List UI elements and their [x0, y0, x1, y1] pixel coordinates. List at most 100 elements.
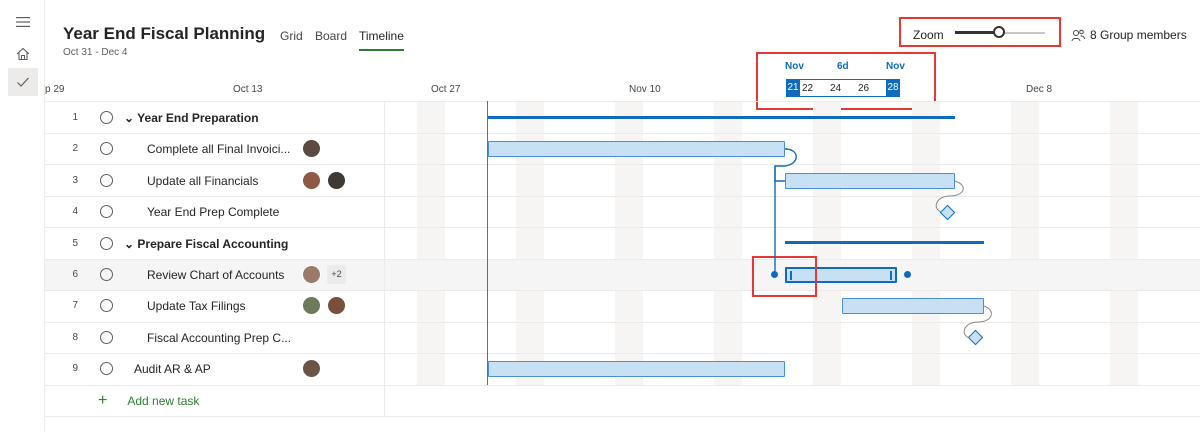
date-label-dec-8: Dec 8 [1026, 84, 1053, 95]
dependency-dot-left[interactable] [771, 271, 778, 278]
row-number: 4 [72, 206, 78, 217]
avatar[interactable] [327, 171, 346, 190]
dependency-dot-right[interactable] [904, 271, 911, 278]
today-line [487, 101, 488, 385]
row-divider [45, 353, 1200, 354]
selected-row-highlight [45, 259, 1200, 290]
avatar[interactable] [302, 171, 321, 190]
add-new-task-label: Add new task [127, 394, 200, 408]
tab-board[interactable]: Board [315, 29, 348, 43]
header-divider [45, 101, 1200, 102]
row-divider [45, 164, 1200, 165]
avatar[interactable] [302, 296, 321, 315]
row-divider [45, 133, 1200, 134]
range-day: 22 [802, 83, 814, 94]
zoom-slider-thumb[interactable] [993, 26, 1006, 38]
row-number: 1 [72, 112, 78, 123]
task-bar-complete-final-invoicing[interactable] [488, 141, 785, 157]
tab-timeline[interactable]: Timeline [359, 29, 404, 51]
date-label-oct-27: Oct 27 [431, 84, 461, 95]
row-number: 6 [72, 269, 78, 280]
avatar[interactable] [302, 265, 321, 284]
date-label-oct-13: Oct 13 [233, 84, 263, 95]
summary-bar-year-end-preparation[interactable] [488, 116, 955, 119]
complete-circle-icon[interactable] [100, 362, 113, 375]
zoom-label: Zoom [913, 28, 944, 42]
avatar[interactable] [302, 359, 321, 378]
task-name[interactable]: ⌄ Year End Preparation [124, 111, 259, 125]
row-number: 8 [72, 332, 78, 343]
complete-circle-icon[interactable] [100, 205, 113, 218]
milestone-year-end-prep-complete[interactable] [939, 204, 956, 221]
task-name-text: Year End Preparation [137, 111, 259, 125]
task-bar-audit-ar-ap[interactable] [488, 361, 785, 377]
task-name[interactable]: Update all Financials [147, 174, 259, 188]
people-icon [1071, 29, 1085, 41]
task-name[interactable]: Audit AR & AP [134, 362, 211, 376]
row-number: 2 [72, 143, 78, 154]
more-assignees-badge[interactable]: +2 [327, 265, 346, 284]
row-divider [45, 416, 1200, 417]
complete-circle-icon[interactable] [100, 268, 113, 281]
range-duration: 6d [837, 61, 849, 72]
weekend-column [1011, 101, 1039, 385]
complete-circle-icon[interactable] [100, 299, 113, 312]
task-name[interactable]: Complete all Final Invoici... [147, 142, 291, 156]
complete-circle-icon[interactable] [100, 331, 113, 344]
zoom-slider-fill [955, 31, 1000, 34]
weekend-column [1110, 101, 1138, 385]
group-members-label: 8 Group members [1090, 28, 1187, 42]
avatar[interactable] [327, 296, 346, 315]
row-divider [45, 196, 1200, 197]
row-divider [45, 259, 1200, 260]
row-number: 9 [72, 363, 78, 374]
zoom-highlight-box [899, 17, 1061, 47]
home-icon[interactable] [8, 40, 38, 68]
date-range-highlight-box [756, 52, 936, 110]
row-number: 3 [72, 175, 78, 186]
milestone-fiscal-accounting-prep-complete[interactable] [967, 329, 984, 346]
task-name[interactable]: Fiscal Accounting Prep C... [147, 331, 292, 345]
task-bar-update-tax-filings[interactable] [842, 298, 984, 314]
row-divider [45, 322, 1200, 323]
checkmark-icon[interactable] [8, 68, 38, 96]
chevron-down-icon[interactable]: ⌄ [124, 111, 138, 125]
task-name[interactable]: ⌄ Prepare Fiscal Accounting [124, 237, 288, 251]
row-divider [45, 385, 1200, 386]
row-number: 7 [72, 300, 78, 311]
weekend-column [417, 101, 445, 385]
complete-circle-icon[interactable] [100, 111, 113, 124]
range-start-day[interactable]: 21 [786, 79, 800, 97]
task-list-divider [384, 101, 385, 417]
avatar[interactable] [302, 139, 321, 158]
complete-circle-icon[interactable] [100, 237, 113, 250]
range-start-month: Nov [785, 61, 804, 72]
complete-circle-icon[interactable] [100, 142, 113, 155]
tab-grid[interactable]: Grid [280, 29, 303, 43]
resize-handle-right[interactable] [890, 271, 892, 280]
plus-icon: + [98, 392, 108, 409]
date-label-sep-29: p 29 [45, 84, 65, 95]
row-number: 5 [72, 238, 78, 249]
resize-handle-left[interactable] [790, 271, 792, 280]
task-name[interactable]: Review Chart of Accounts [147, 268, 285, 282]
complete-circle-icon[interactable] [100, 174, 113, 187]
summary-bar-prepare-fiscal-accounting[interactable] [785, 241, 984, 244]
left-rail [0, 0, 45, 432]
task-bar-review-chart-of-accounts[interactable] [785, 267, 897, 283]
group-members-button[interactable]: 8 Group members [1071, 28, 1187, 42]
hamburger-icon[interactable] [8, 8, 38, 36]
task-name[interactable]: Update Tax Filings [147, 299, 246, 313]
plan-date-range: Oct 31 - Dec 4 [63, 47, 128, 58]
row-divider [45, 227, 1200, 228]
row-divider [45, 290, 1200, 291]
add-new-task-button[interactable]: + Add new task [98, 392, 200, 409]
task-bar-update-financials[interactable] [785, 173, 955, 189]
date-label-nov-10: Nov 10 [629, 84, 661, 95]
range-end-day[interactable]: 28 [886, 79, 900, 97]
task-name[interactable]: Year End Prep Complete [147, 205, 280, 219]
chevron-down-icon[interactable]: ⌄ [124, 237, 138, 251]
range-end-month: Nov [886, 61, 905, 72]
range-day: 24 [830, 83, 842, 94]
selected-bar-highlight-box [752, 256, 817, 297]
